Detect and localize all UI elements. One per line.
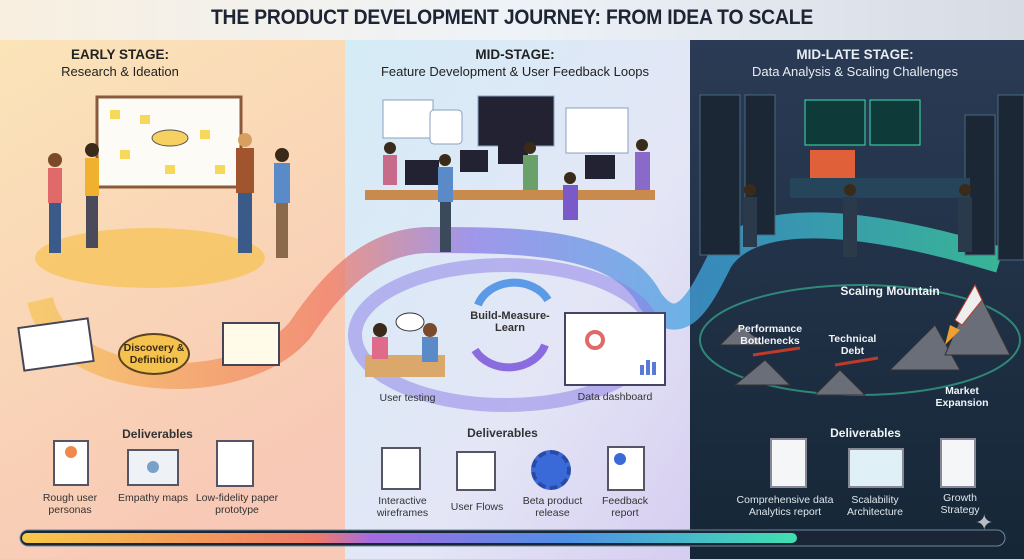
mid-late-stage-heading: MID-LATE STAGE: <box>796 47 914 62</box>
early-stage-header: EARLY STAGE: Research & Ideation <box>20 46 220 80</box>
market-expansion-label: Market Expansion <box>935 385 989 409</box>
deliverable-growth-strategy: Growth Strategy <box>940 492 980 516</box>
journey-progress-bar <box>22 533 797 543</box>
page-title: THE PRODUCT DEVELOPMENT JOURNEY: FROM ID… <box>210 6 814 29</box>
mindmap-window-icon <box>222 322 280 366</box>
growth-strategy-icon <box>940 438 976 488</box>
gear-check-icon <box>531 450 571 490</box>
mid-late-stage-header: MID-LATE STAGE: Data Analysis & Scaling … <box>720 46 990 80</box>
data-dashboard-label: Data dashboard <box>577 391 653 403</box>
discovery-definition-node: Discovery & Definition <box>118 333 190 375</box>
feedback-report-icon <box>607 446 645 491</box>
architecture-diagram-icon <box>848 448 904 488</box>
user-flow-icon <box>456 451 496 491</box>
persona-doc-icon <box>53 440 89 486</box>
deliverable-user-flows: User Flows <box>450 501 504 513</box>
build-measure-learn-label: Build-Measure-Learn <box>470 310 550 334</box>
mid-late-stage-subheading: Data Analysis & Scaling Challenges <box>752 64 958 79</box>
deliverable-low-fidelity-prototype: Low-fidelity paper prototype <box>195 492 279 516</box>
deliverable-beta-product-release: Beta product release <box>522 495 583 519</box>
mid-stage-subheading: Feature Development & User Feedback Loop… <box>380 64 650 79</box>
deliverable-empathy-maps: Empathy maps <box>117 492 189 504</box>
deliverable-rough-user-personas: Rough user personas <box>42 492 98 516</box>
deliverable-analytics-report: Comprehensive data Analytics report <box>736 494 834 518</box>
early-deliverables-title: Deliverables <box>122 427 193 441</box>
paper-prototype-icon <box>216 440 254 487</box>
late-deliverables-title: Deliverables <box>830 426 901 440</box>
wireframe-icon <box>381 447 421 490</box>
early-stage-subheading: Research & Ideation <box>61 64 179 79</box>
user-testing-label: User testing <box>379 392 436 404</box>
deliverable-scalability-architecture: Scalability Architecture <box>846 494 904 518</box>
mid-stage-header: MID-STAGE: Feature Development & User Fe… <box>360 46 670 80</box>
mid-deliverables-title: Deliverables <box>467 426 538 440</box>
mid-stage-heading: MID-STAGE: <box>475 47 555 62</box>
technical-debt-label: Technical Debt <box>828 333 877 357</box>
analytics-report-icon <box>770 438 807 488</box>
performance-bottlenecks-label: Performance Bottlenecks <box>737 323 803 347</box>
early-stage-heading: EARLY STAGE: <box>70 47 170 62</box>
empathy-map-icon <box>127 449 179 486</box>
deliverable-feedback-report: Feedback report <box>601 495 649 519</box>
sparkle-icon: ✦ <box>975 510 994 535</box>
deliverable-interactive-wireframes: Interactive wireframes <box>376 495 429 519</box>
scaling-mountain-label: Scaling Mountain <box>840 284 940 298</box>
